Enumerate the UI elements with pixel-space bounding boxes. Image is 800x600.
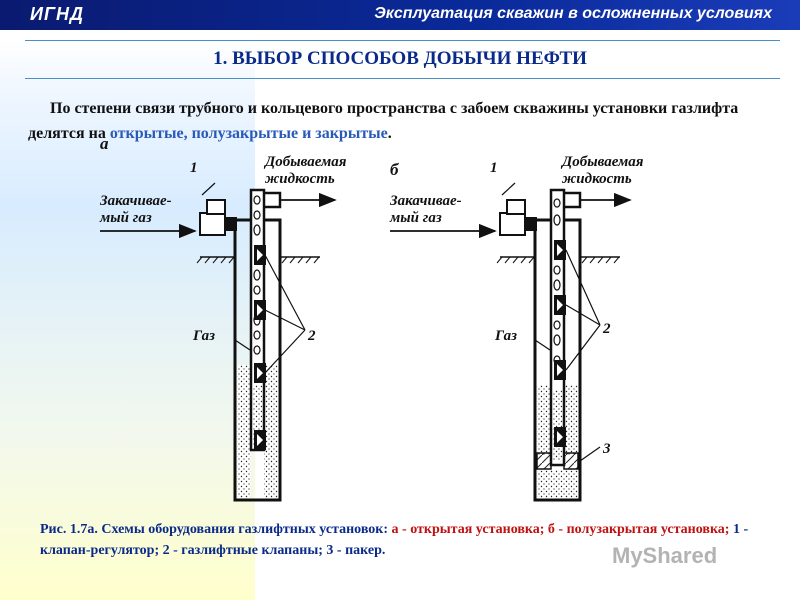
intro-end: . — [387, 125, 392, 142]
wellhead-valve — [199, 182, 237, 236]
leader-lines — [565, 249, 601, 371]
background-gradient — [0, 40, 255, 600]
header-course-title: Эксплуатация скважин в осложненных услов… — [374, 5, 772, 22]
annulus-liquid — [564, 385, 578, 455]
scheme-b-gas-label: Газ — [494, 328, 517, 344]
scheme-b-produced-line2: жидкость — [562, 171, 632, 187]
gas-leader — [234, 339, 251, 351]
annulus-liquid — [537, 385, 551, 455]
scheme-b-letter: б — [390, 160, 400, 179]
term-semi-closed: полузакрытые — [191, 125, 299, 142]
watermark: MyShared — [612, 543, 718, 568]
caption-types: а - открытая установка; б - полузакрытая… — [391, 522, 733, 537]
scheme-a-gas-label: Газ — [192, 328, 215, 344]
figure-caption: Рис. 1.7а. Схемы оборудования газлифтных… — [40, 519, 770, 561]
scheme-b-gaslift-valve-number: 2 — [602, 321, 611, 337]
packer — [536, 452, 579, 470]
caption-intro: Рис. 1.7а. Схемы оборудования газлифтных… — [40, 522, 392, 537]
annulus-liquid — [237, 365, 251, 498]
term-sep2: и — [298, 125, 316, 142]
leader-lines — [264, 254, 306, 374]
divider-title — [25, 78, 780, 79]
scheme-a-valve-number: 1 — [190, 160, 198, 176]
bottom-liquid — [537, 470, 578, 498]
annulus-liquid — [264, 365, 278, 498]
intro-text: По степени связи трубного и кольцевого п… — [28, 100, 739, 142]
scheme-b-packer-number: 3 — [602, 441, 611, 457]
term-sep1: , — [183, 125, 192, 142]
scheme-b: б Добываемая жидкость 1 Закачивае- мый г… — [389, 154, 644, 502]
scheme-a-injected-line1: Закачивае- — [99, 193, 172, 209]
ground-hatch — [496, 256, 620, 264]
scheme-b-valve-number: 1 — [490, 160, 498, 176]
gas-leader — [534, 339, 551, 351]
intro-paragraph: По степени связи трубного и кольцевого п… — [28, 96, 773, 146]
scheme-a: а Добываемая жидкость 1 Закачивае- мый г… — [99, 135, 347, 502]
header-bar: ИГНД Эксплуатация скважин в осложненных … — [0, 0, 800, 30]
gaslift-valves — [254, 245, 266, 450]
slide-title: 1. ВЫБОР СПОСОБОВ ДОБЫЧИ НЕФТИ — [213, 48, 587, 69]
scheme-a-produced-line2: жидкость — [265, 171, 335, 187]
divider-top — [25, 40, 780, 41]
ground-hatch — [196, 256, 320, 264]
wellhead-valve — [499, 182, 537, 236]
tubing-liquid — [553, 390, 562, 460]
gaslift-valves — [554, 240, 566, 447]
term-closed: закрытые — [315, 125, 388, 142]
scheme-a-gaslift-valve-number: 2 — [307, 328, 316, 344]
tubing-liquid — [253, 385, 262, 445]
scheme-b-produced-line1: Добываемая — [560, 154, 644, 170]
scheme-a-produced-line1: Добываемая — [263, 154, 347, 170]
packer-leader — [579, 446, 601, 462]
outflow-pipe — [264, 191, 282, 209]
gaslift-schemes-figure: а Добываемая жидкость 1 Закачивае- мый г… — [99, 135, 644, 502]
scheme-a-injected-line2: мый газ — [99, 210, 152, 226]
scheme-a-letter: а — [100, 135, 109, 153]
header-org: ИГНД — [30, 4, 84, 24]
outflow-pipe — [564, 191, 582, 209]
caption-legend: 1 - клапан-регулятор; 2 - газлифтные кла… — [40, 522, 749, 558]
term-open: открытые — [109, 125, 184, 142]
scheme-b-injected-line1: Закачивае- — [389, 193, 462, 209]
scheme-b-injected-line2: мый газ — [389, 210, 442, 226]
